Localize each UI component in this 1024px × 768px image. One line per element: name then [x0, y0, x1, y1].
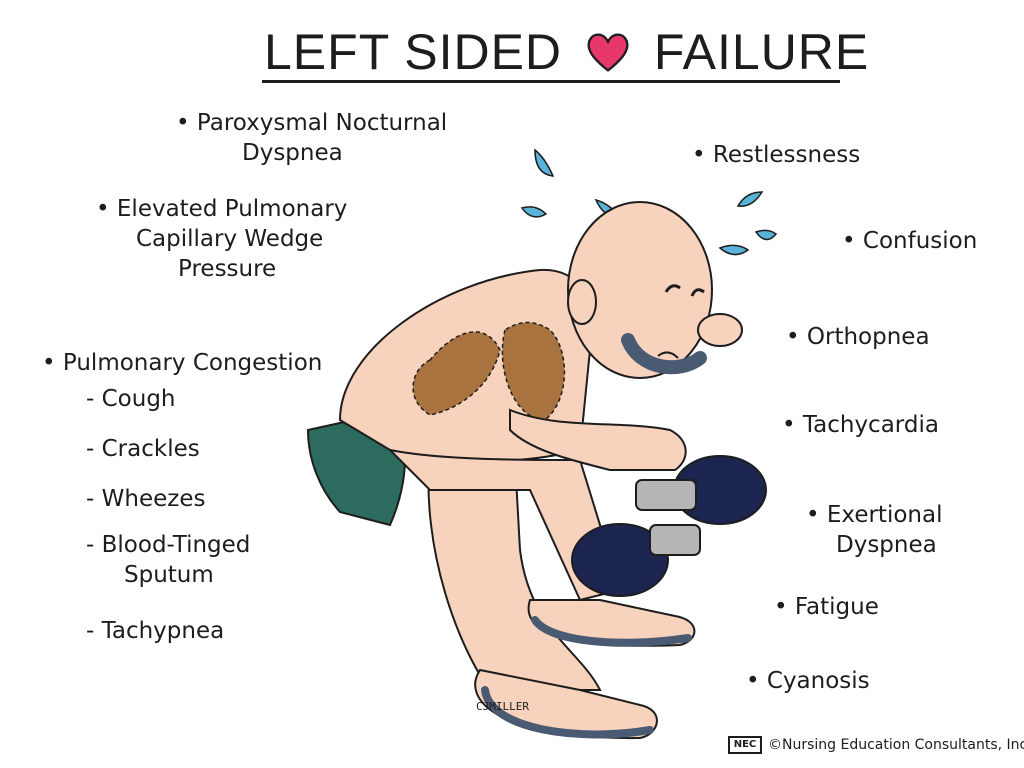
nec-logo-icon: NEC: [728, 736, 762, 754]
dumbbell-icon: [571, 455, 767, 597]
subsymptom-text: Wheezes: [101, 486, 206, 512]
symptom-text: Fatigue: [794, 594, 879, 620]
symptom-fatigue: • Fatigue: [774, 592, 879, 622]
symptom-orthopnea: • Orthopnea: [786, 322, 930, 352]
cartoon-figure: [306, 148, 778, 740]
symptom-text: Confusion: [862, 228, 978, 254]
symptom-text: Cyanosis: [766, 668, 870, 694]
dash: -: [86, 618, 95, 644]
dash: -: [86, 436, 95, 462]
bullet: •: [42, 350, 56, 376]
heart-icon: [587, 33, 629, 72]
symptom-text: Pulmonary Congestion: [62, 350, 323, 376]
subsymptom-blood-tinged-sputum: - Blood-Tinged Sputum: [86, 530, 250, 590]
subsymptom-cough: - Cough: [86, 384, 176, 414]
subsymptom-text: Cough: [101, 386, 176, 412]
symptom-elevated-pcwp: • Elevated Pulmonary Capillary Wedge Pre…: [96, 194, 347, 284]
title-left-text: LEFT SIDED: [264, 24, 563, 80]
bullet: •: [692, 142, 706, 168]
bullet: •: [746, 668, 760, 694]
bullet: •: [782, 412, 796, 438]
bullet: •: [786, 324, 800, 350]
symptom-text: Tachycardia: [802, 412, 939, 438]
symptom-text-line2: Capillary Wedge: [136, 226, 324, 252]
head: [567, 201, 743, 379]
arm: [509, 408, 687, 471]
symptom-text: Exertional: [826, 502, 943, 528]
symptom-tachycardia: • Tachycardia: [782, 410, 939, 440]
symptom-cyanosis: • Cyanosis: [746, 666, 870, 696]
copyright-text: ©Nursing Education Consultants, Inc.: [768, 737, 1024, 753]
bullet: •: [842, 228, 856, 254]
symptom-pulmonary-congestion: • Pulmonary Congestion: [42, 348, 322, 378]
symptom-confusion: • Confusion: [842, 226, 977, 256]
symptom-paroxysmal-nocturnal-dyspnea: • Paroxysmal Nocturnal Dyspnea: [176, 108, 447, 168]
bullet: •: [806, 502, 820, 528]
bullet: •: [96, 196, 110, 222]
title-right-text: FAILURE: [653, 24, 870, 80]
subsymptom-text: Tachypnea: [101, 618, 225, 644]
symptom-text: Orthopnea: [806, 324, 930, 350]
dash: -: [86, 486, 95, 512]
symptom-text: Paroxysmal Nocturnal: [196, 110, 448, 136]
symptom-restlessness: • Restlessness: [692, 140, 860, 170]
artist-signature: CJMILLER: [476, 700, 529, 713]
dash: -: [86, 532, 95, 558]
subsymptom-text: Blood-Tinged: [101, 532, 251, 558]
symptom-text-line3: Pressure: [178, 256, 277, 282]
bullet: •: [176, 110, 190, 136]
symptom-text: Restlessness: [712, 142, 861, 168]
subsymptom-tachypnea: - Tachypnea: [86, 616, 224, 646]
symptom-text: Elevated Pulmonary: [116, 196, 348, 222]
symptom-text-line2: Dyspnea: [836, 532, 937, 558]
copyright-notice: NEC ©Nursing Education Consultants, Inc.: [728, 736, 1024, 754]
symptom-exertional-dyspnea: • Exertional Dyspnea: [806, 500, 942, 560]
page-title: LEFT SIDED FAILURE: [264, 22, 868, 82]
symptom-text-line2: Dyspnea: [242, 140, 343, 166]
congested-lungs-icon: [412, 321, 566, 421]
bullet: •: [774, 594, 788, 620]
subsymptom-text-line2: Sputum: [124, 562, 214, 588]
leg-front: [386, 448, 622, 602]
dash: -: [86, 386, 95, 412]
subsymptom-crackles: - Crackles: [86, 434, 200, 464]
subsymptom-wheezes: - Wheezes: [86, 484, 205, 514]
subsymptom-text: Crackles: [101, 436, 200, 462]
title-underline: [262, 80, 840, 83]
